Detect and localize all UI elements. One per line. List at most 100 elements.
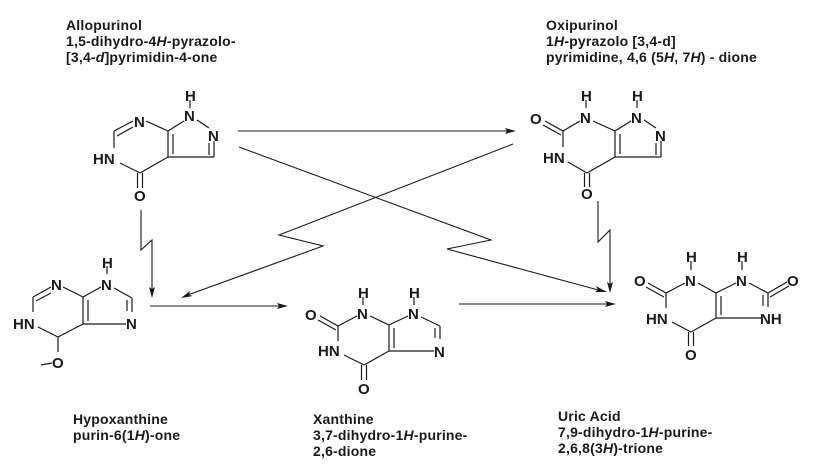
atom-label: O — [305, 307, 317, 324]
bond — [542, 124, 562, 136]
bond — [62, 286, 84, 298]
allopurinol-iupac-line1: 1,5-dihydro-4H-pyrazolo- — [66, 33, 236, 49]
hypoxanthine-structure: H N N N HN O — [13, 255, 137, 372]
atom-label: O — [134, 188, 146, 205]
bond — [769, 285, 790, 298]
bond — [645, 286, 665, 298]
atom-label: N — [655, 128, 666, 145]
atom-label: O — [634, 273, 646, 290]
bond — [562, 120, 581, 132]
atom-label: H — [185, 88, 196, 105]
bond — [167, 120, 185, 132]
atom-label: N — [357, 306, 368, 323]
bond — [586, 156, 616, 174]
allopurinol-structure: H N N N HN O — [93, 88, 219, 205]
uric-acid-iupac-line2: 2,6,8(3H)-trione — [558, 440, 664, 456]
atom-label: N — [685, 273, 696, 290]
bond — [343, 354, 365, 366]
oxipurinol-name: Oxipurinol — [546, 17, 618, 33]
allopurinol-caption: Allopurinol 1,5-dihydro-4H-pyrazolo- [3,… — [66, 17, 236, 65]
bond — [369, 315, 390, 326]
uric-acid-iupac-line1: 7,9-dihydro-1H-purine- — [558, 424, 713, 440]
uric-acid-name: Uric Acid — [558, 408, 621, 424]
arrowhead — [505, 128, 516, 134]
arrow-allopurinol-to-oxipurinol — [238, 128, 516, 134]
arrow-hypoxanthine-to-xanthine — [150, 303, 288, 309]
xanthine-name: Xanthine — [313, 411, 374, 427]
bond — [119, 162, 141, 174]
hypoxanthine-iupac: purin-6(1H)-one — [73, 427, 181, 443]
atom-label: HN — [646, 311, 668, 328]
atom-label: N — [208, 128, 219, 145]
bond — [767, 281, 788, 294]
bond — [748, 282, 769, 294]
atom-label: O — [530, 111, 542, 128]
bond — [671, 321, 692, 333]
bond — [690, 317, 717, 333]
bond — [614, 120, 632, 132]
atom-label: N — [126, 316, 137, 333]
atom-label: O — [52, 355, 64, 372]
atom-label: O — [358, 381, 370, 398]
arrow-oxipurinol-to-uric-acid — [597, 201, 613, 293]
bond — [35, 292, 52, 302]
atom-label: O — [787, 273, 799, 290]
bond — [196, 119, 210, 129]
atom-label: HN — [93, 151, 115, 168]
bond — [317, 319, 337, 331]
atom-label: N — [101, 277, 112, 294]
atom-label: O — [685, 347, 697, 364]
bond — [319, 315, 339, 327]
bond — [592, 120, 616, 132]
xanthine-iupac-line2: 2,6-dione — [313, 443, 377, 459]
bond — [665, 282, 686, 294]
atom-label: HN — [318, 343, 340, 360]
arrowhead — [181, 291, 193, 298]
oxipurinol-structure: H H N N N O HN O — [530, 88, 666, 203]
bond — [40, 362, 53, 366]
bond — [116, 126, 134, 137]
bond — [57, 323, 84, 338]
arrow-allopurinol-to-hypoxanthine — [140, 210, 155, 298]
atom-label: H — [686, 249, 697, 266]
oxipurinol-iupac-line1: 1H-pyrazolo [3,4-d] — [546, 33, 676, 49]
bond — [37, 326, 59, 338]
uric-acid-caption: Uric Acid 7,9-dihydro-1H-purine- 2,6,8(3… — [558, 408, 713, 456]
bond — [145, 120, 169, 132]
atom-label: N — [736, 273, 747, 290]
atom-label: HN — [543, 150, 565, 167]
atom-label: N — [51, 277, 62, 294]
bond — [643, 119, 657, 129]
arrowhead — [595, 286, 607, 292]
atom-label: N — [580, 110, 591, 127]
arrow-xanthine-to-uric-acid — [459, 301, 616, 307]
hypoxanthine-name: Hypoxanthine — [73, 411, 168, 427]
atom-label: HN — [13, 316, 35, 333]
atom-label: H — [737, 249, 748, 266]
atom-label: N — [134, 114, 145, 131]
bond — [82, 286, 102, 298]
bond — [388, 315, 409, 326]
atom-label: N — [434, 344, 445, 361]
bond — [113, 287, 133, 299]
bond — [363, 350, 390, 366]
oxipurinol-caption: Oxipurinol 1H-pyrazolo [3,4-d] pyrimidin… — [546, 17, 757, 65]
bond — [32, 286, 52, 298]
atom-label: N — [184, 108, 195, 125]
bond — [420, 316, 441, 327]
atom-label: H — [581, 88, 592, 105]
xanthine-structure: H H N N N O HN O — [305, 285, 445, 398]
arrow-allopurinol-to-uric-acid — [238, 146, 607, 292]
bond — [544, 120, 564, 132]
bond — [113, 120, 134, 132]
oxipurinol-iupac-line2: pyrimidine, 4,6 (5H, 7H) - dione — [546, 49, 758, 65]
atom-label: H — [102, 255, 113, 272]
arrowhead — [277, 303, 288, 309]
atom-label: H — [358, 285, 369, 302]
atom-label: N — [631, 110, 642, 127]
arrowhead — [607, 282, 613, 293]
bond — [647, 282, 667, 294]
xanthine-caption: Xanthine 3,7-dihydro-1H-purine- 2,6-dion… — [313, 411, 468, 459]
atom-label: H — [409, 285, 420, 302]
